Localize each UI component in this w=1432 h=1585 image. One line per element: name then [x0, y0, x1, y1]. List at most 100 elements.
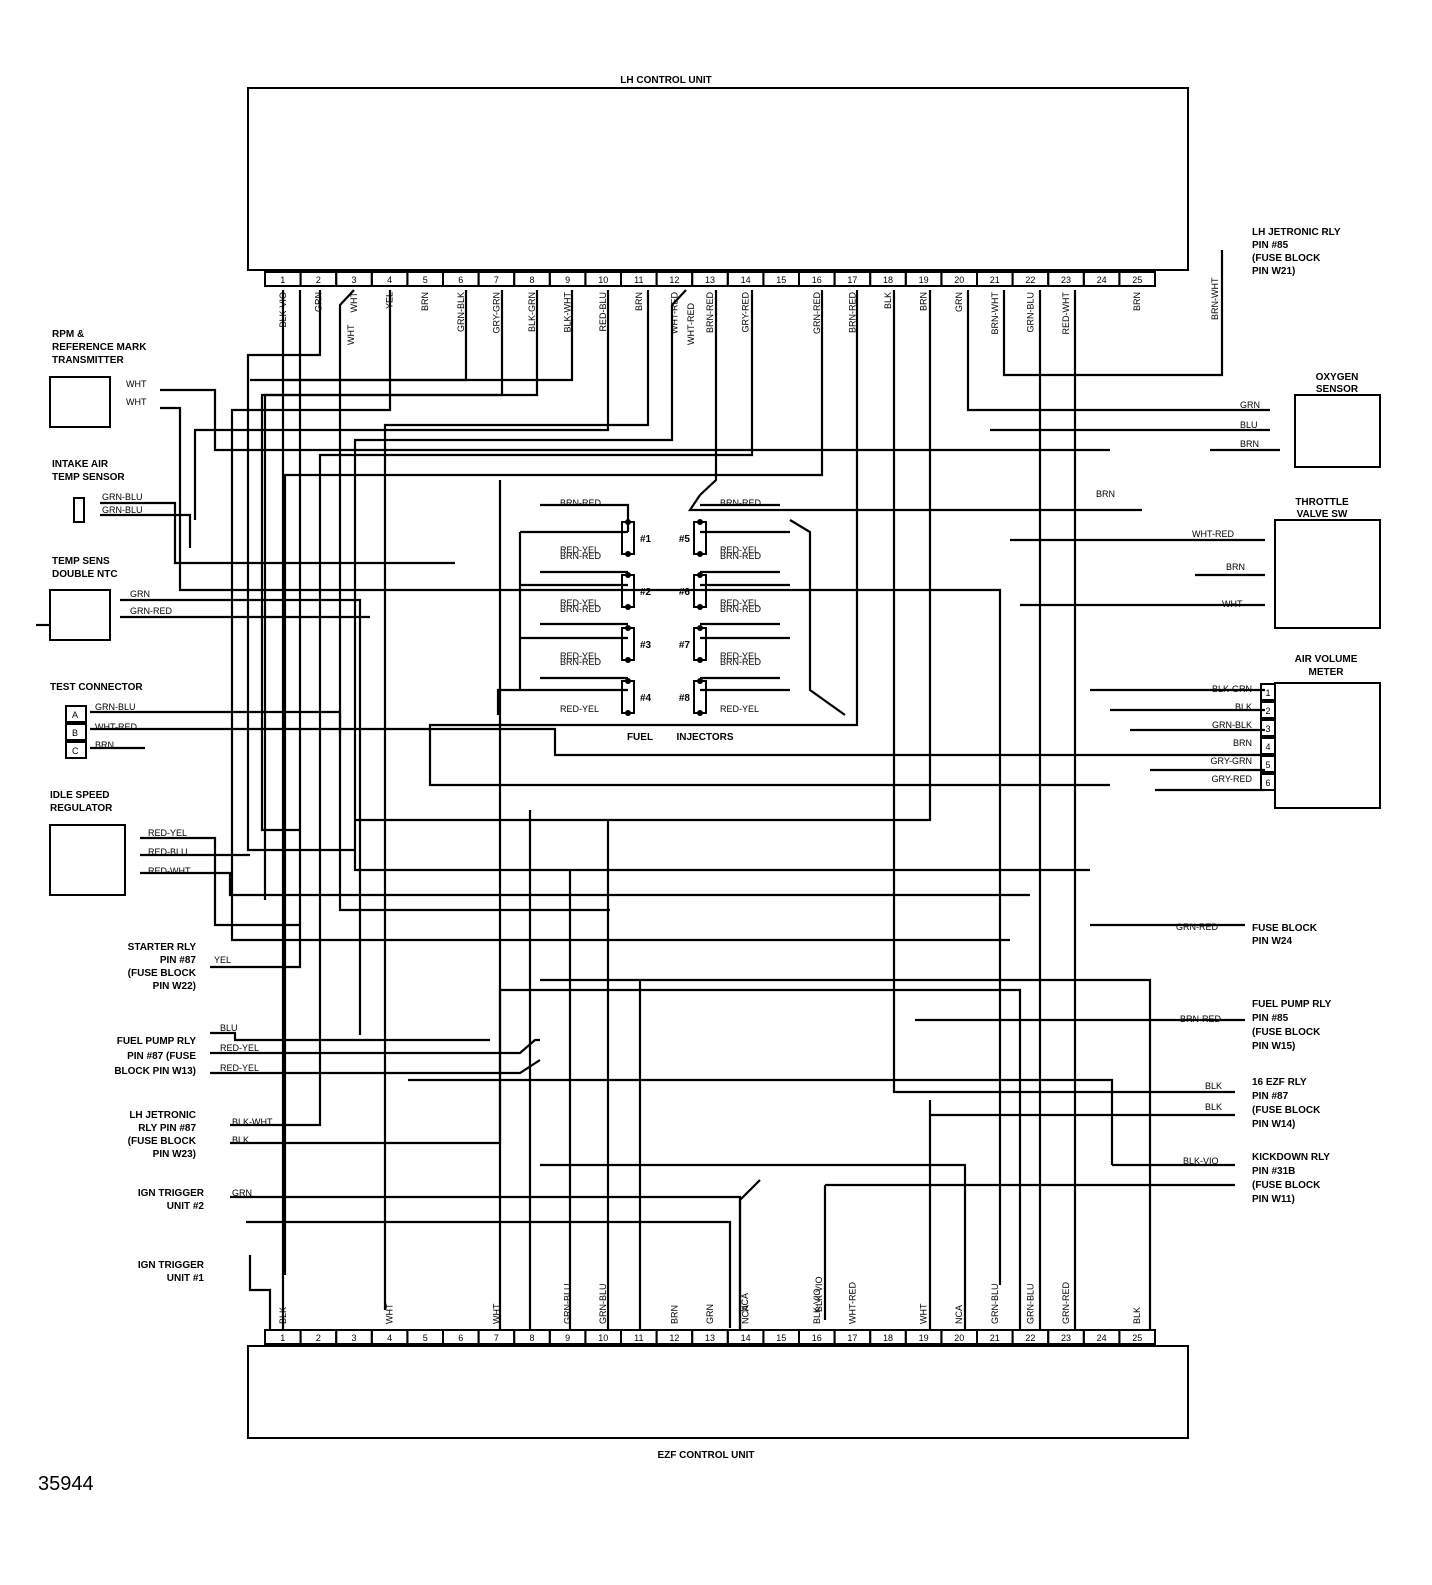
pin-number: 21 [990, 275, 1000, 285]
wire-color-label: RED-WHT [1061, 292, 1071, 335]
wire-color-label: NCA [954, 1305, 964, 1324]
ntc-wire: GRN [130, 589, 150, 599]
lhrly-label: LH JETRONIC RLY [1252, 227, 1341, 238]
avm-pin [1260, 683, 1276, 701]
avm-wire: BLK-GRN [1212, 684, 1252, 694]
starter-label: (FUSE BLOCK [128, 968, 197, 979]
wire-color-label: BRN [919, 292, 929, 311]
fp85-wire: BRN-RED [1180, 1014, 1222, 1024]
throttle-valve-switch: THROTTLE VALVE SW WHT-RED BRN WHT [1192, 497, 1381, 629]
pin-number: 4 [387, 275, 392, 285]
fuelpump-label: PIN #87 (FUSE [127, 1051, 196, 1062]
pin-number: 9 [565, 275, 570, 285]
ign2-label: IGN TRIGGER [138, 1188, 205, 1199]
lh-wire-label: WHT-RED [686, 303, 696, 345]
injector-wire: BRN-RED [720, 657, 762, 667]
injector-number: #5 [679, 534, 691, 545]
ezf-relay-ref: BLK BLK 16 EZF RLY PIN #87 (FUSE BLOCK P… [1205, 1077, 1321, 1130]
rpm-wire: WHT [126, 397, 147, 407]
ntc-wire: GRN-RED [130, 606, 172, 616]
ntc-label: DOUBLE NTC [52, 569, 118, 580]
lhrly-label: (FUSE BLOCK [1252, 253, 1321, 264]
figure-number: 35944 [38, 1473, 94, 1495]
test-connector: TEST CONNECTOR A B C GRN-BLU WHT-RED BRN [50, 682, 145, 759]
iat-wire: GRN-BLU [102, 492, 143, 502]
pin-number: 23 [1061, 275, 1071, 285]
lh-jetronic-relay-87-ref: LH JETRONIC RLY PIN #87 (FUSE BLOCK PIN … [128, 1110, 273, 1160]
ign1-label: UNIT #1 [167, 1273, 205, 1284]
lhjet-label: LH JETRONIC [129, 1110, 196, 1121]
pin-number: 5 [423, 1333, 428, 1343]
oxy-wire: BLU [1240, 420, 1258, 430]
injector-wire: BRN-RED [720, 551, 762, 561]
fuel-injectors: #1BRN-REDRED-YEL#2BRN-REDRED-YEL#3BRN-RE… [496, 498, 846, 743]
iat-label: INTAKE AIR [52, 459, 109, 470]
lhjet-label: PIN W23) [153, 1149, 196, 1160]
ign1-label: IGN TRIGGER [138, 1260, 205, 1271]
avm-label: METER [1309, 667, 1345, 678]
injector-wire: RED-YEL [720, 651, 759, 661]
ezf-rly-label: (FUSE BLOCK [1252, 1105, 1321, 1116]
lhrly-label: PIN #85 [1252, 240, 1289, 251]
injector-wire: RED-YEL [720, 545, 759, 555]
pin-number: 20 [954, 275, 964, 285]
pin-number: 3 [351, 1333, 356, 1343]
avm-pin-number: 3 [1265, 724, 1270, 734]
injector-number: #1 [640, 534, 652, 545]
ezf-control-unit-title: EZF CONTROL UNIT [657, 1450, 754, 1461]
rpm-wire: WHT [126, 379, 147, 389]
ground-brn: BRN [1096, 489, 1115, 499]
isr-wire: RED-WHT [148, 866, 191, 876]
oxy-label: SENSOR [1316, 384, 1359, 395]
ntc-label: TEMP SENS [52, 556, 110, 567]
avm-wire: GRY-RED [1211, 774, 1252, 784]
air-volume-meter: AIR VOLUME METER 1BLK-GRN2BLK3GRN-BLK4BR… [1210, 654, 1381, 809]
avm-wire: BRN [1233, 738, 1252, 748]
pin-number: 8 [529, 275, 534, 285]
wire-color-label: GRN-BLU [1025, 292, 1035, 333]
starter-label: PIN #87 [160, 955, 197, 966]
pin-number: 11 [634, 275, 643, 285]
pin-number: 18 [883, 1333, 893, 1343]
test-pin: A [72, 710, 78, 720]
rpm-transmitter: RPM & REFERENCE MARK TRANSMITTER WHT WHT [49, 329, 147, 428]
wire-color-label: WHT-RED [669, 292, 679, 334]
wire-color-label: GRN [705, 1304, 715, 1324]
lhjet-label: (FUSE BLOCK [128, 1136, 197, 1147]
injector-wire: RED-YEL [560, 651, 599, 661]
fp85-label: FUEL PUMP RLY [1252, 999, 1332, 1010]
pin-cell [1118, 271, 1157, 287]
idle-speed-regulator: IDLE SPEED REGULATOR RED-YEL RED-BLU RED… [49, 790, 191, 896]
pin-number: 19 [919, 275, 929, 285]
kick-wire: BLK-VIO [1183, 1156, 1219, 1166]
lh-jetronic-relay-85-ref: LH JETRONIC RLY PIN #85 (FUSE BLOCK PIN … [1210, 227, 1341, 320]
injector-wire: BRN-RED [560, 551, 602, 561]
ign2-wire: GRN [232, 1188, 252, 1198]
pin-number: 10 [598, 1333, 608, 1343]
isr-label: REGULATOR [50, 803, 113, 814]
avm-pin [1260, 701, 1276, 719]
pin-number: 14 [741, 275, 751, 285]
ezf-rly-wire: BLK [1205, 1102, 1222, 1112]
wire-color-label: BLK-GRN [527, 292, 537, 332]
kick-label: KICKDOWN RLY [1252, 1152, 1330, 1163]
fuelpump-label: FUEL PUMP RLY [117, 1036, 197, 1047]
fuelpump-label: BLOCK PIN W13) [114, 1066, 196, 1077]
pin-number: 15 [776, 1333, 786, 1343]
wire-color-label: GRN [313, 292, 323, 312]
pin-number: 12 [669, 1333, 679, 1343]
lh-wire-label: WHT [346, 324, 356, 345]
fuel-injector [621, 627, 635, 661]
pin-number: 11 [634, 1333, 643, 1343]
wire-color-label: GRN-RED [812, 292, 822, 334]
injector-wire: RED-YEL [560, 704, 599, 714]
fb24-wire: GRN-RED [1176, 922, 1218, 932]
fp85-label: PIN W15) [1252, 1041, 1295, 1052]
pin-number: 25 [1132, 1333, 1142, 1343]
isr-wire: RED-YEL [148, 828, 187, 838]
lhjet-wire: BLK-WHT [232, 1117, 273, 1127]
